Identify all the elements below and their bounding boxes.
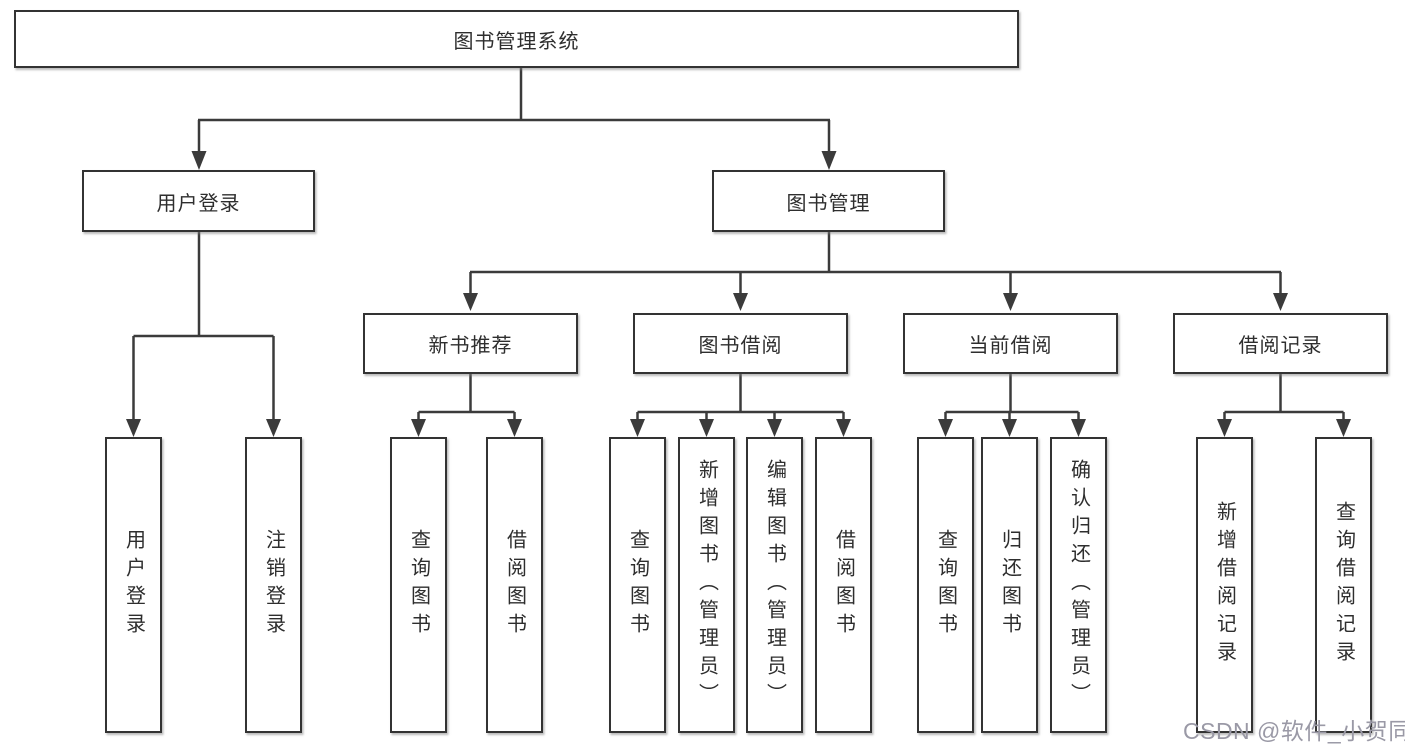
node-query-borrow-record: 查询借阅记录 xyxy=(1315,437,1372,733)
node-query-books-current: 查询图书 xyxy=(917,437,974,733)
node-add-borrow-record: 新增借阅记录 xyxy=(1196,437,1253,733)
node-confirm-return-admin: 确认归还（管理员） xyxy=(1050,437,1107,733)
node-book-borrowing: 图书借阅 xyxy=(633,313,848,374)
node-query-books-borrowing: 查询图书 xyxy=(609,437,666,733)
node-borrow-books: 借阅图书 xyxy=(815,437,872,733)
node-borrow-books-recommend: 借阅图书 xyxy=(486,437,543,733)
node-borrowing-records: 借阅记录 xyxy=(1173,313,1388,374)
node-user-login: 用户登录 xyxy=(105,437,162,733)
node-return-books: 归还图书 xyxy=(981,437,1038,733)
node-edit-book-admin: 编辑图书（管理员） xyxy=(746,437,803,733)
node-new-book-recommendation: 新书推荐 xyxy=(363,313,578,374)
node-current-borrowing: 当前借阅 xyxy=(903,313,1118,374)
csdn-watermark: CSDN @软件_小贺同学 xyxy=(1183,718,1405,744)
node-query-books-recommend: 查询图书 xyxy=(390,437,447,733)
node-user-login-group: 用户登录 xyxy=(82,170,315,232)
node-logout: 注销登录 xyxy=(245,437,302,733)
node-add-book-admin: 新增图书（管理员） xyxy=(678,437,735,733)
node-library-management-system: 图书管理系统 xyxy=(14,10,1019,68)
node-book-management: 图书管理 xyxy=(712,170,945,232)
